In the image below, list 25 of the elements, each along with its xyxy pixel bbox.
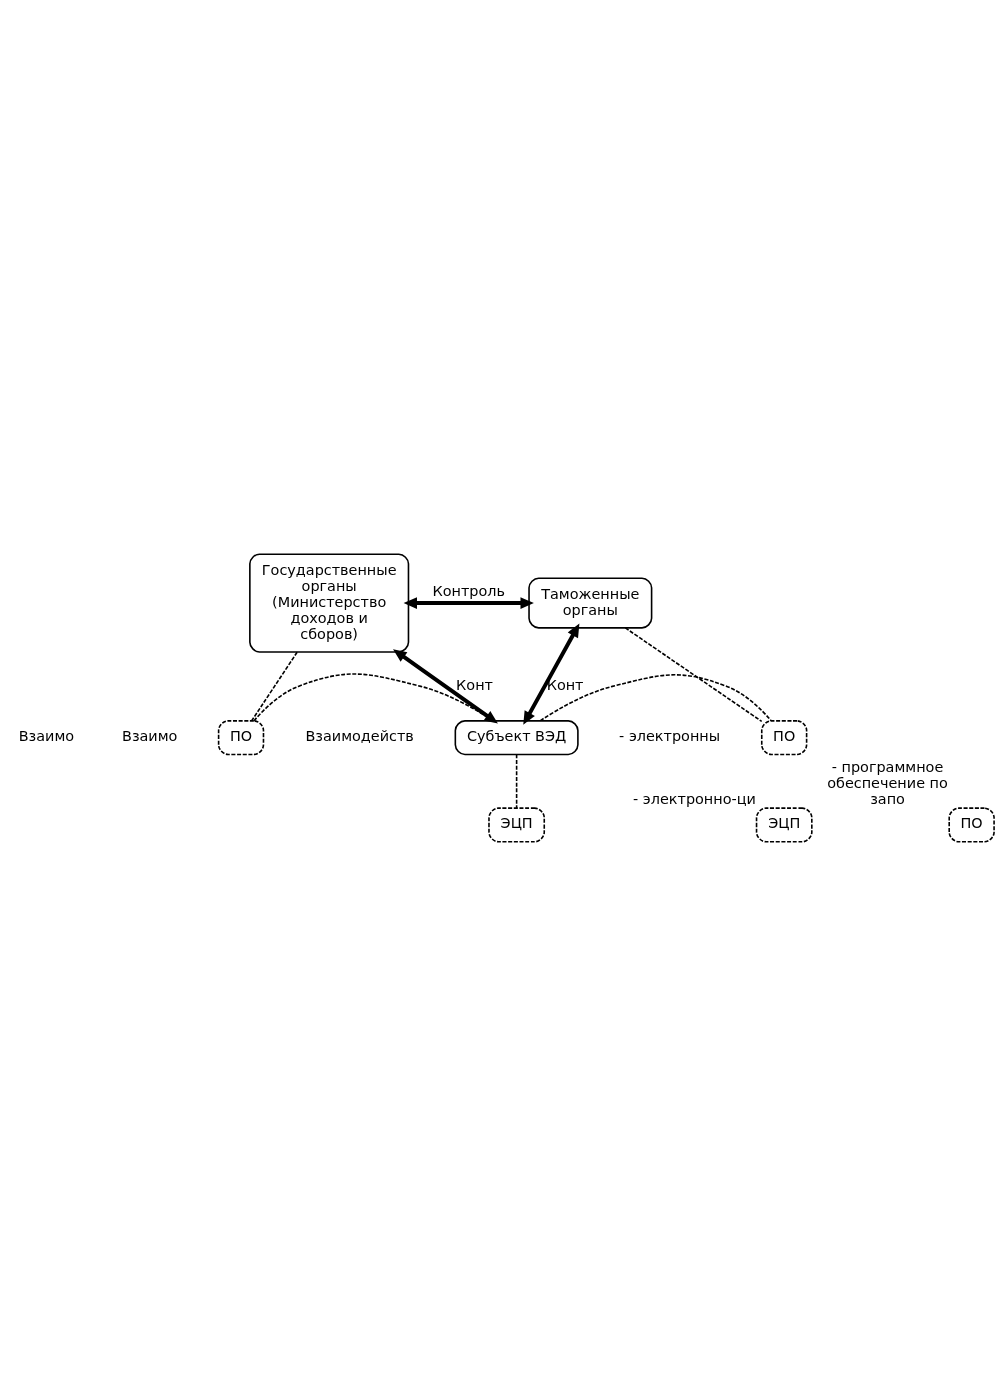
label: Взаимо [18,728,75,745]
node-label: - программное обеспечение по запо [827,758,948,807]
node-box: ПО [760,720,808,756]
node-box: ЭЦП [488,807,546,843]
connector [515,753,518,809]
edge-label: Контроль [432,583,506,600]
node-box: Государственные органы (Министерство доходов и сборов) [249,553,410,653]
node-box: ПО [948,807,995,843]
connector [250,651,298,722]
node-box: Таможенные органы [528,577,653,629]
node-box: ЭЦП [755,807,813,843]
connector [539,674,772,722]
connector [624,627,763,723]
legend-label: - электронны [619,728,721,745]
edge-label: Конт [546,676,584,693]
node-box: Субъект ВЭД [454,720,579,756]
node-label: - электронно-ци [633,790,756,807]
edge-label: Конт [456,676,493,693]
node-box: ПО [217,720,265,756]
arrow [523,623,580,725]
label: Взаимо [122,728,178,745]
arrow [403,597,534,609]
label: Взаимодейств [305,728,414,745]
arrow [393,649,498,724]
connector [253,673,494,722]
